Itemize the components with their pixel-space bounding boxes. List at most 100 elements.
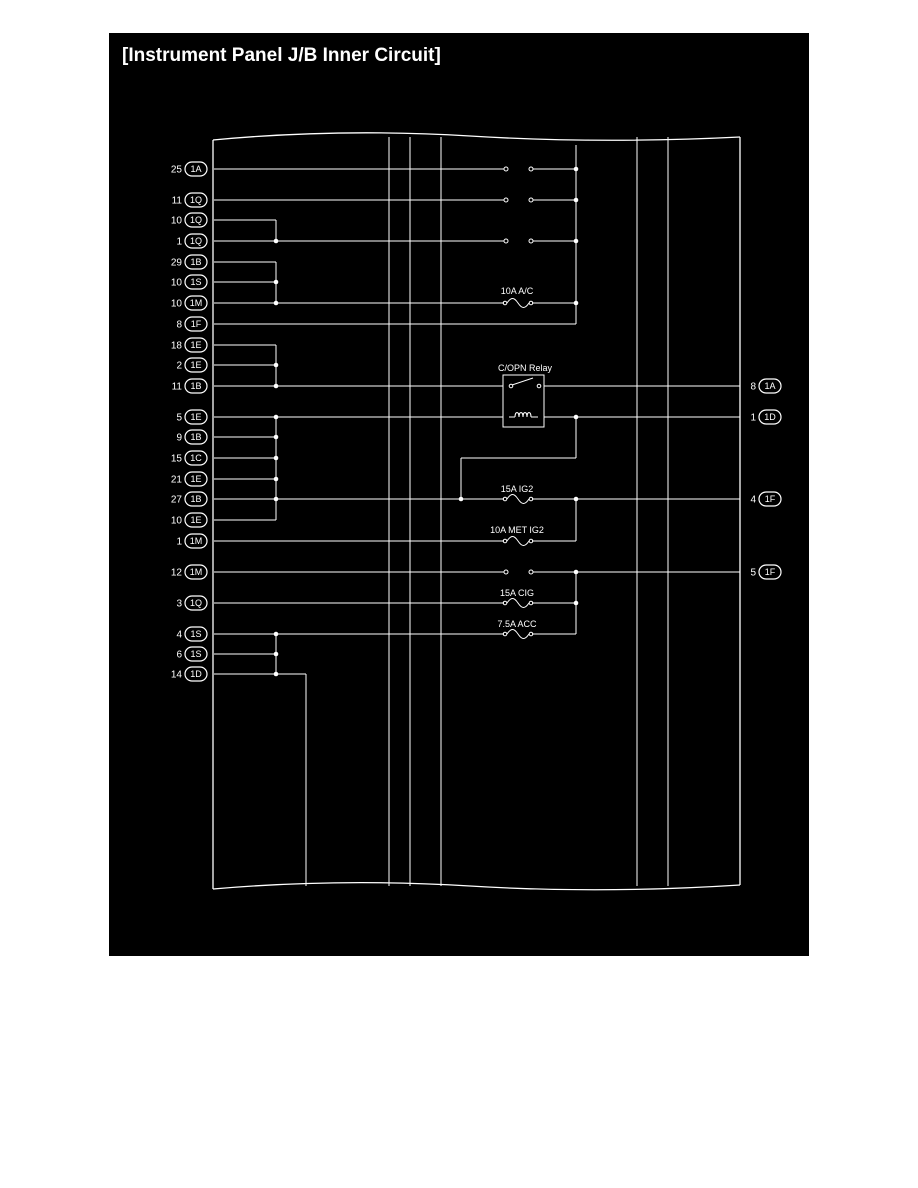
terminal-connector: 1A bbox=[764, 381, 775, 391]
terminal-pin: 12 bbox=[171, 568, 183, 579]
relay-label: C/OPN Relay bbox=[498, 363, 553, 373]
terminal: 18 1E bbox=[171, 337, 208, 353]
connector-badge bbox=[184, 357, 208, 373]
connector-badge bbox=[184, 512, 208, 528]
connector-badge bbox=[184, 646, 208, 662]
fuse-ac-label: 10A A/C bbox=[501, 286, 534, 296]
terminal-connector: 1E bbox=[190, 515, 201, 525]
fuse-acc-symbol bbox=[502, 629, 534, 639]
terminal-pin: 18 bbox=[171, 341, 183, 352]
terminal: 10 1E bbox=[171, 512, 208, 528]
connector-badge bbox=[184, 233, 208, 249]
terminal-connector: 1E bbox=[190, 340, 201, 350]
splice-points bbox=[273, 166, 579, 677]
fuse-symbols bbox=[502, 298, 534, 639]
terminal-connector: 1D bbox=[190, 669, 202, 679]
terminal-connector: 1S bbox=[190, 277, 201, 287]
connector-badge bbox=[184, 595, 208, 611]
connector-badge bbox=[184, 626, 208, 642]
connector-badge bbox=[758, 378, 782, 394]
connector-badge bbox=[184, 378, 208, 394]
terminal-connector: 1A bbox=[190, 164, 201, 174]
connector-badge bbox=[184, 161, 208, 177]
connector-badge bbox=[184, 564, 208, 580]
terminal: 5 1F bbox=[750, 564, 782, 580]
terminal-pin: 3 bbox=[176, 599, 182, 610]
terminal-pin: 10 bbox=[171, 299, 183, 310]
connector-badge bbox=[184, 274, 208, 290]
connector-badge bbox=[184, 450, 208, 466]
fuse-met-ig2-symbol bbox=[502, 536, 534, 546]
terminal-connector: 1E bbox=[190, 360, 201, 370]
terminal-connector: 1Q bbox=[190, 236, 202, 246]
terminal-pin: 5 bbox=[176, 413, 182, 424]
terminal-pin: 27 bbox=[171, 495, 183, 506]
terminal-connector: 1F bbox=[191, 319, 202, 329]
connector-badge bbox=[184, 337, 208, 353]
terminal-pin: 8 bbox=[750, 382, 756, 393]
fuse-ig2-symbol bbox=[502, 494, 534, 504]
terminal: 1 1Q bbox=[176, 233, 208, 249]
terminal: 14 1D bbox=[171, 666, 208, 682]
connector-badge bbox=[758, 491, 782, 507]
terminal: 3 1Q bbox=[176, 595, 208, 611]
diagram-panel: [Instrument Panel J/B Inner Circuit] bbox=[109, 33, 809, 956]
terminal-connector: 1E bbox=[190, 474, 201, 484]
terminal: 8 1F bbox=[176, 316, 208, 332]
terminal-pin: 11 bbox=[172, 382, 183, 393]
terminal-connector: 1Q bbox=[190, 598, 202, 608]
terminal: 10 1S bbox=[171, 274, 208, 290]
connector-badge bbox=[184, 316, 208, 332]
terminal: 25 1A bbox=[171, 161, 208, 177]
terminal-connector: 1S bbox=[190, 629, 201, 639]
connector-badge bbox=[184, 533, 208, 549]
terminal-pin: 8 bbox=[176, 320, 182, 331]
terminal-connector: 1F bbox=[765, 567, 776, 577]
fuse-met-ig2-label: 10A MET IG2 bbox=[490, 525, 544, 535]
terminal: 4 1S bbox=[176, 626, 208, 642]
terminal-pin: 10 bbox=[171, 278, 183, 289]
terminal-pin: 14 bbox=[171, 670, 183, 681]
connector-badge bbox=[184, 212, 208, 228]
terminal: 15 1C bbox=[171, 450, 208, 466]
terminal: 27 1B bbox=[171, 491, 208, 507]
terminal-pin: 4 bbox=[750, 495, 756, 506]
terminal-connector: 1M bbox=[190, 298, 203, 308]
terminal: 5 1E bbox=[176, 409, 208, 425]
terminal-pin: 1 bbox=[176, 237, 182, 248]
switch-contacts bbox=[503, 166, 534, 575]
terminal-pin: 1 bbox=[176, 537, 182, 548]
terminal-pin: 15 bbox=[171, 454, 183, 465]
terminal-connector: 1M bbox=[190, 567, 203, 577]
terminal-connector: 1B bbox=[190, 494, 201, 504]
fuse-ig2-label: 15A IG2 bbox=[501, 484, 534, 494]
terminal-connector: 1E bbox=[190, 412, 201, 422]
terminal-pin: 10 bbox=[171, 516, 183, 527]
terminal-pin: 1 bbox=[750, 413, 756, 424]
terminal: 4 1F bbox=[750, 491, 782, 507]
connector-badge bbox=[184, 254, 208, 270]
terminal-connector: 1S bbox=[190, 649, 201, 659]
terminal-pin: 25 bbox=[171, 165, 183, 176]
terminal-pin: 4 bbox=[176, 630, 182, 641]
terminal: 11 1B bbox=[172, 378, 208, 394]
terminal-connector: 1B bbox=[190, 381, 201, 391]
connector-badge bbox=[184, 429, 208, 445]
connector-badge bbox=[184, 409, 208, 425]
terminal-pin: 10 bbox=[171, 216, 183, 227]
terminal-connector: 1B bbox=[190, 432, 201, 442]
junction-block-outline bbox=[212, 132, 741, 891]
terminal-connector: 1B bbox=[190, 257, 201, 267]
terminal-connector: 1F bbox=[765, 494, 776, 504]
fuse-cig-symbol bbox=[502, 598, 534, 608]
fuse-ac-symbol bbox=[502, 298, 534, 308]
terminal-pin: 5 bbox=[750, 568, 756, 579]
diagram-title: [Instrument Panel J/B Inner Circuit] bbox=[122, 45, 441, 66]
terminal-connector: 1C bbox=[190, 453, 202, 463]
